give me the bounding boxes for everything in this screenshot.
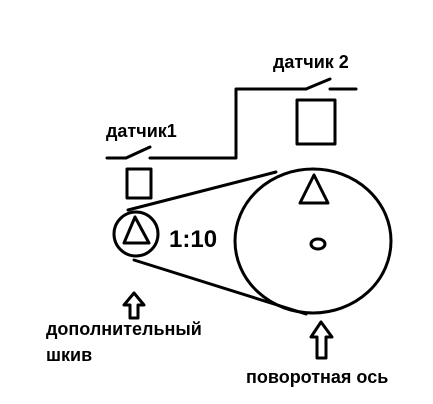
auxiliary-pulley-up-arrow-icon (122, 291, 146, 320)
sensor-1-body (125, 167, 153, 200)
main-pulley (233, 167, 393, 315)
main-pulley-wheel (233, 167, 393, 315)
sensor-1-label: датчик1 (106, 121, 177, 141)
sensor-2-label: датчик 2 (273, 52, 349, 72)
sensor-1-lever (124, 145, 152, 160)
main-pulley-marker-triangle (298, 173, 330, 205)
auxiliary-pulley-marker-triangle (122, 215, 151, 245)
ratio-label: 1:10 (169, 226, 217, 253)
auxiliary-pulley-wheel (112, 210, 160, 258)
rotary-axis-label: поворотная ось (246, 367, 388, 387)
auxiliary-pulley (112, 210, 160, 258)
main-pulley-hub (309, 237, 327, 251)
belt-upper (126, 170, 278, 212)
sensor-2-body (295, 98, 337, 146)
rotary-axis-up-arrow-icon (309, 320, 334, 360)
auxiliary-pulley-label-line2: шкив (46, 345, 92, 365)
sensor-2-lever (304, 77, 332, 91)
sensor-1-switch (105, 145, 179, 160)
auxiliary-pulley-label-line1: дополнительный (46, 319, 202, 339)
sensor-2-switch (282, 77, 358, 91)
sensor-wire (175, 87, 286, 160)
